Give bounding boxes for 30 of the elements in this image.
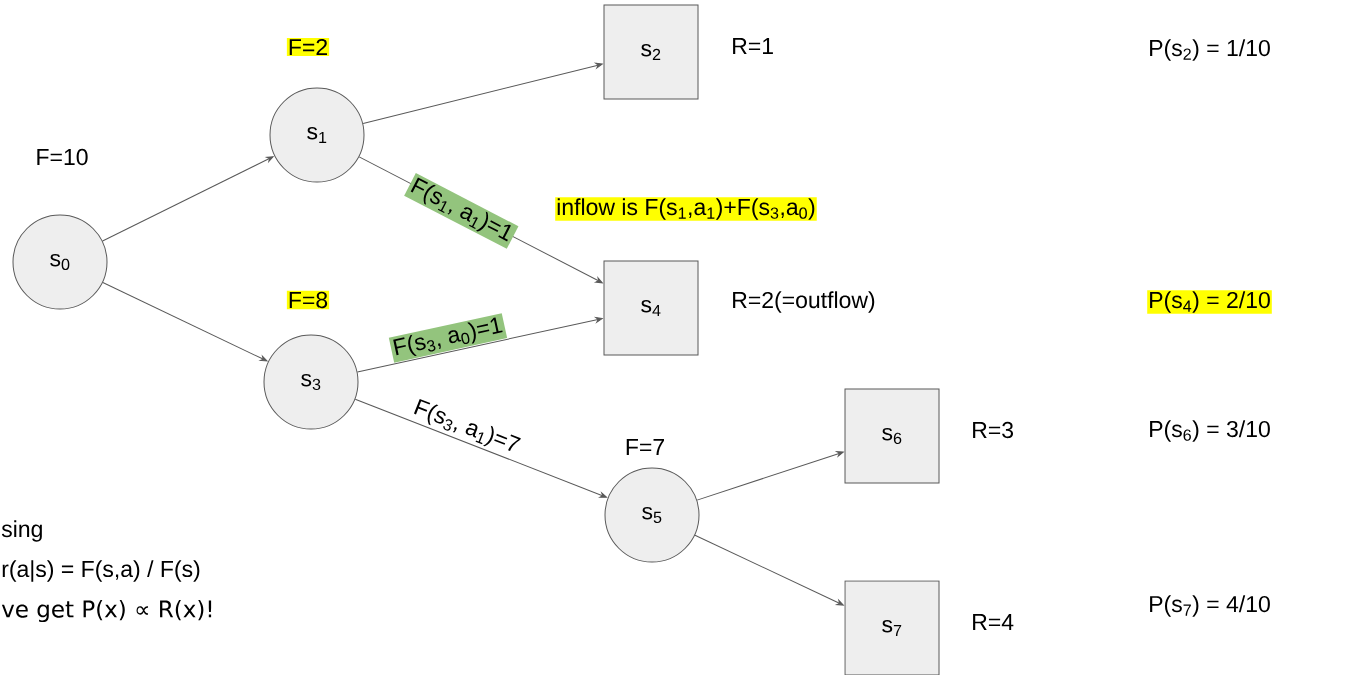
value-label: R=2(=outflow) [733, 291, 875, 313]
value-label: R=3 [973, 421, 1014, 439]
value-label: F=8 [286, 290, 330, 310]
note-text: inflow is F(s$_{1}$,a$_{1}$)+F(s$_{3}$,a$_{0}$) [555, 197, 817, 221]
value-label: F=10 [37, 148, 88, 166]
edge-label: F(s$_{3}$, a$_{1}$)=7 [414, 398, 521, 452]
note-text: r(a|s) = F(s,a) / F(s) [2, 560, 200, 582]
state-box: s$_{2}$ [603, 4, 699, 100]
note-text: P(s$_{7}$) = 4/10 [1150, 595, 1270, 617]
note-text: sing [1, 520, 42, 542]
arrow [696, 451, 844, 501]
arrow [694, 534, 844, 606]
note-text: ve get P(x) ∝ R(x)! [1, 599, 212, 623]
value-label: R=1 [733, 38, 773, 54]
state-box: s$_{6}$ [844, 388, 940, 484]
arrow [102, 156, 274, 242]
value-label: R=4 [973, 614, 1014, 630]
note-text: P(s$_{6}$) = 3/10 [1150, 420, 1270, 442]
arrow [356, 317, 603, 373]
edge-label: F(s$_{1}$, a$_{1}$)=1 [410, 177, 511, 242]
arrow [362, 62, 603, 125]
value-label: F=7 [626, 439, 664, 455]
note-text: P(s$_{4}$) = 2/10 [1147, 290, 1272, 314]
state-box: s$_{4}$ [603, 260, 699, 356]
value-label: F=2 [286, 37, 330, 56]
note-text: P(s$_{2}$) = 1/10 [1150, 39, 1270, 61]
arrow [102, 282, 268, 362]
edge-label: F(s$_{3}$, a$_{0}$)=1 [393, 317, 503, 357]
state-box: s$_{7}$ [844, 580, 940, 675]
arrow [354, 398, 607, 498]
